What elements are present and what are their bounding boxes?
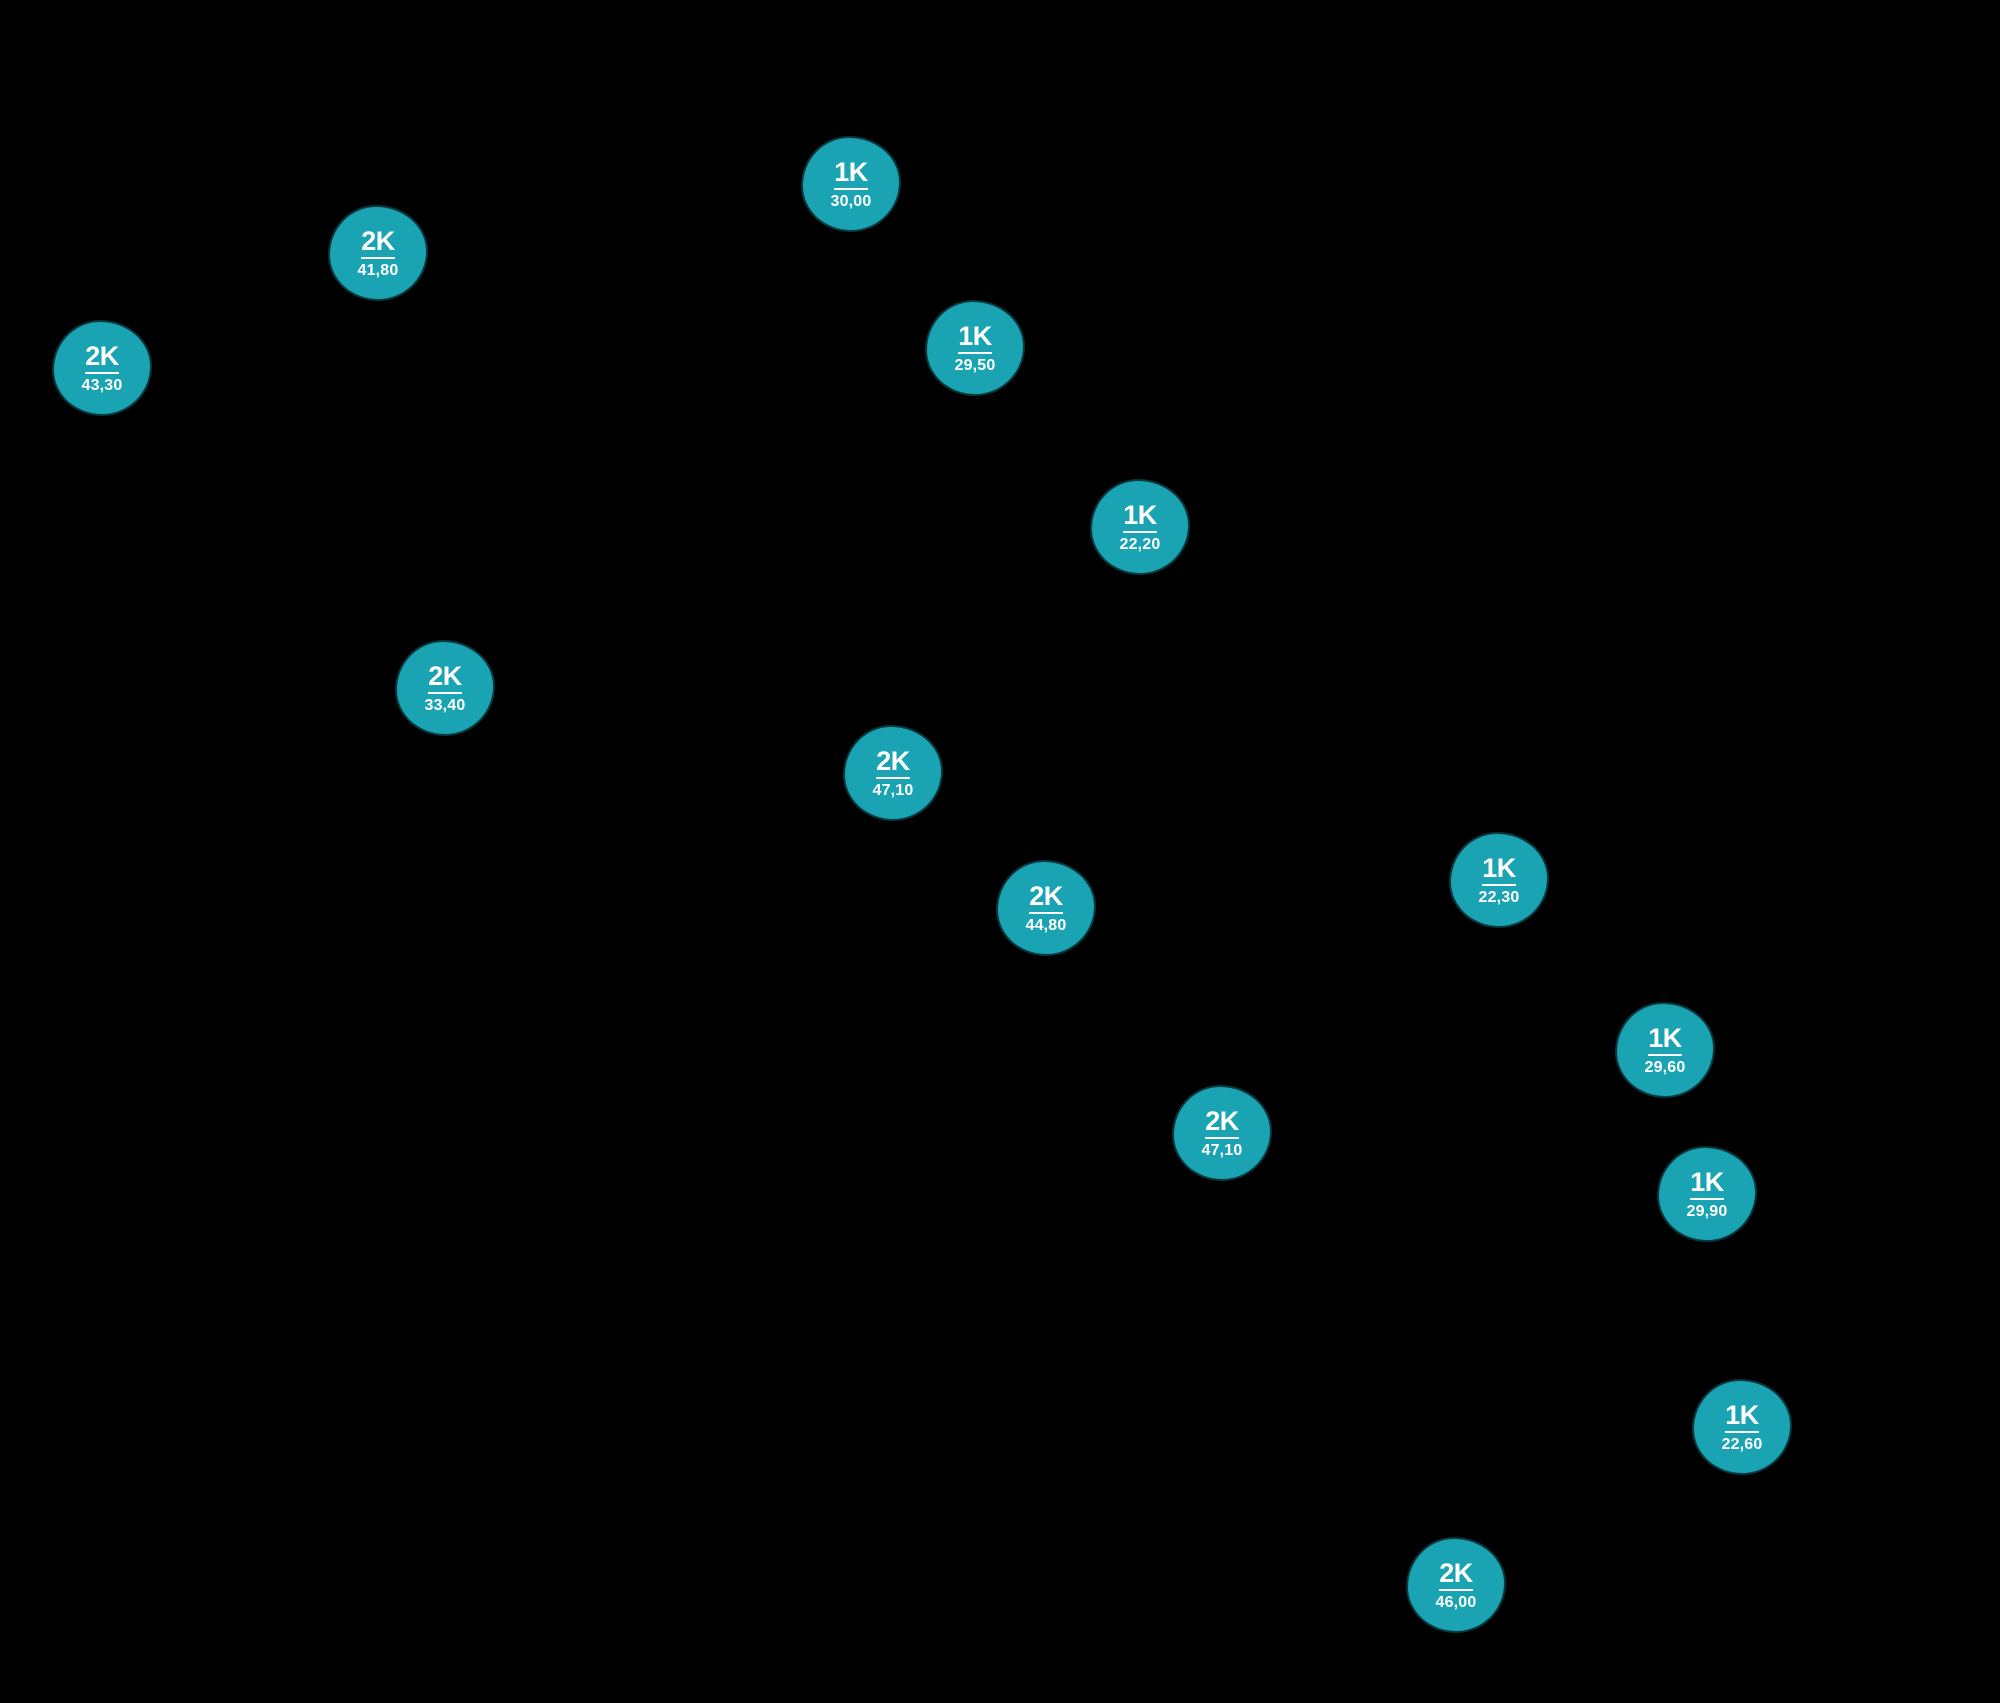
marker-rooms-label: 2K — [1205, 1107, 1239, 1139]
marker-area-label: 46,00 — [1435, 1593, 1477, 1611]
apartment-marker[interactable]: 2K 43,30 — [54, 322, 150, 414]
marker-rooms-label: 1K — [1725, 1401, 1759, 1433]
marker-area-label: 29,90 — [1686, 1202, 1728, 1220]
marker-area-label: 29,50 — [954, 356, 996, 374]
marker-area-label: 22,30 — [1478, 888, 1520, 906]
marker-rooms-label: 2K — [1439, 1559, 1473, 1591]
marker-rooms-label: 2K — [361, 227, 395, 259]
apartment-marker[interactable]: 1K 29,60 — [1617, 1004, 1713, 1096]
marker-rooms-label: 2K — [85, 342, 119, 374]
marker-rooms-label: 1K — [1482, 854, 1516, 886]
marker-area-label: 29,60 — [1644, 1058, 1686, 1076]
apartment-marker[interactable]: 1K 30,00 — [803, 138, 899, 230]
apartment-marker[interactable]: 2K 41,80 — [330, 207, 426, 299]
marker-rooms-label: 2K — [1029, 882, 1063, 914]
marker-area-label: 44,80 — [1025, 916, 1067, 934]
marker-area-label: 22,60 — [1721, 1435, 1763, 1453]
marker-area-label: 30,00 — [830, 192, 872, 210]
apartment-marker[interactable]: 2K 47,10 — [1174, 1087, 1270, 1179]
apartment-marker[interactable]: 1K 29,50 — [927, 302, 1023, 394]
marker-rooms-label: 1K — [1648, 1024, 1682, 1056]
marker-area-label: 43,30 — [81, 376, 123, 394]
apartment-marker[interactable]: 2K 46,00 — [1408, 1539, 1504, 1631]
marker-rooms-label: 1K — [1690, 1168, 1724, 1200]
apartment-marker[interactable]: 1K 29,90 — [1659, 1148, 1755, 1240]
apartment-marker[interactable]: 1K 22,20 — [1092, 481, 1188, 573]
marker-rooms-label: 2K — [428, 662, 462, 694]
marker-area-label: 47,10 — [1201, 1141, 1243, 1159]
marker-area-label: 33,40 — [424, 696, 466, 714]
marker-area-label: 41,80 — [357, 261, 399, 279]
marker-rooms-label: 1K — [1123, 501, 1157, 533]
apartment-marker[interactable]: 1K 22,60 — [1694, 1381, 1790, 1473]
apartment-marker[interactable]: 1K 22,30 — [1451, 834, 1547, 926]
marker-area-label: 22,20 — [1119, 535, 1161, 553]
apartment-marker[interactable]: 2K 47,10 — [845, 727, 941, 819]
apartment-marker[interactable]: 2K 33,40 — [397, 642, 493, 734]
marker-area-label: 47,10 — [872, 781, 914, 799]
marker-rooms-label: 2K — [876, 747, 910, 779]
marker-rooms-label: 1K — [834, 158, 868, 190]
apartment-marker[interactable]: 2K 44,80 — [998, 862, 1094, 954]
marker-rooms-label: 1K — [958, 322, 992, 354]
